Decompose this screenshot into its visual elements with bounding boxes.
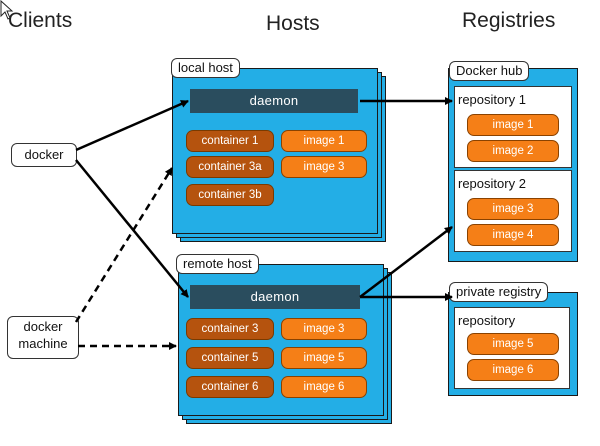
private-image-6: image 6 [467,359,559,381]
private-image-5: image 5 [467,333,559,355]
local-container-1: container 1 [186,130,274,152]
local-container-3a: container 3a [186,156,274,178]
arrow-machine-to-local-host [74,167,174,323]
hosts-title: Hosts [266,12,320,35]
private-repository-label: repository [458,313,516,328]
clients-title: Clients [8,9,73,32]
remote-image-3: image 3 [281,318,367,340]
local-image-3: image 3 [281,156,367,178]
private-registry-label: private registry [449,282,549,302]
remote-container-3: container 3 [186,318,274,340]
remote-container-6: container 6 [186,376,274,398]
local-host-label: local host [171,58,240,78]
hub-repo1-image-2: image 2 [467,140,559,162]
local-daemon: daemon [190,89,358,113]
hub-repo2-image-3: image 3 [467,198,559,220]
docker-machine-line-1: docker [23,319,63,334]
remote-host-label: remote host [176,254,259,274]
repository-2-label: repository 2 [458,176,526,191]
local-container-3b: container 3b [186,184,274,206]
registries-title: Registries [462,9,556,32]
local-image-1: image 1 [281,130,367,152]
docker-machine-client: docker machine [7,316,79,359]
repository-1-label: repository 1 [458,92,526,107]
remote-container-5: container 5 [186,347,274,369]
remote-image-6: image 6 [281,376,367,398]
cursor-icon [0,0,14,20]
arrow-remote-daemon-to-hub [359,226,453,298]
docker-machine-line-2: machine [18,336,68,351]
remote-daemon: daemon [190,285,360,309]
hub-repo2-image-4: image 4 [467,224,559,246]
hub-repo1-image-1: image 1 [467,114,559,136]
docker-hub-label: Docker hub [449,61,530,81]
arrow-docker-to-remote-daemon [75,159,189,298]
docker-client: docker [11,143,77,167]
arrow-docker-to-local-daemon [75,99,189,152]
remote-image-5: image 5 [281,347,367,369]
